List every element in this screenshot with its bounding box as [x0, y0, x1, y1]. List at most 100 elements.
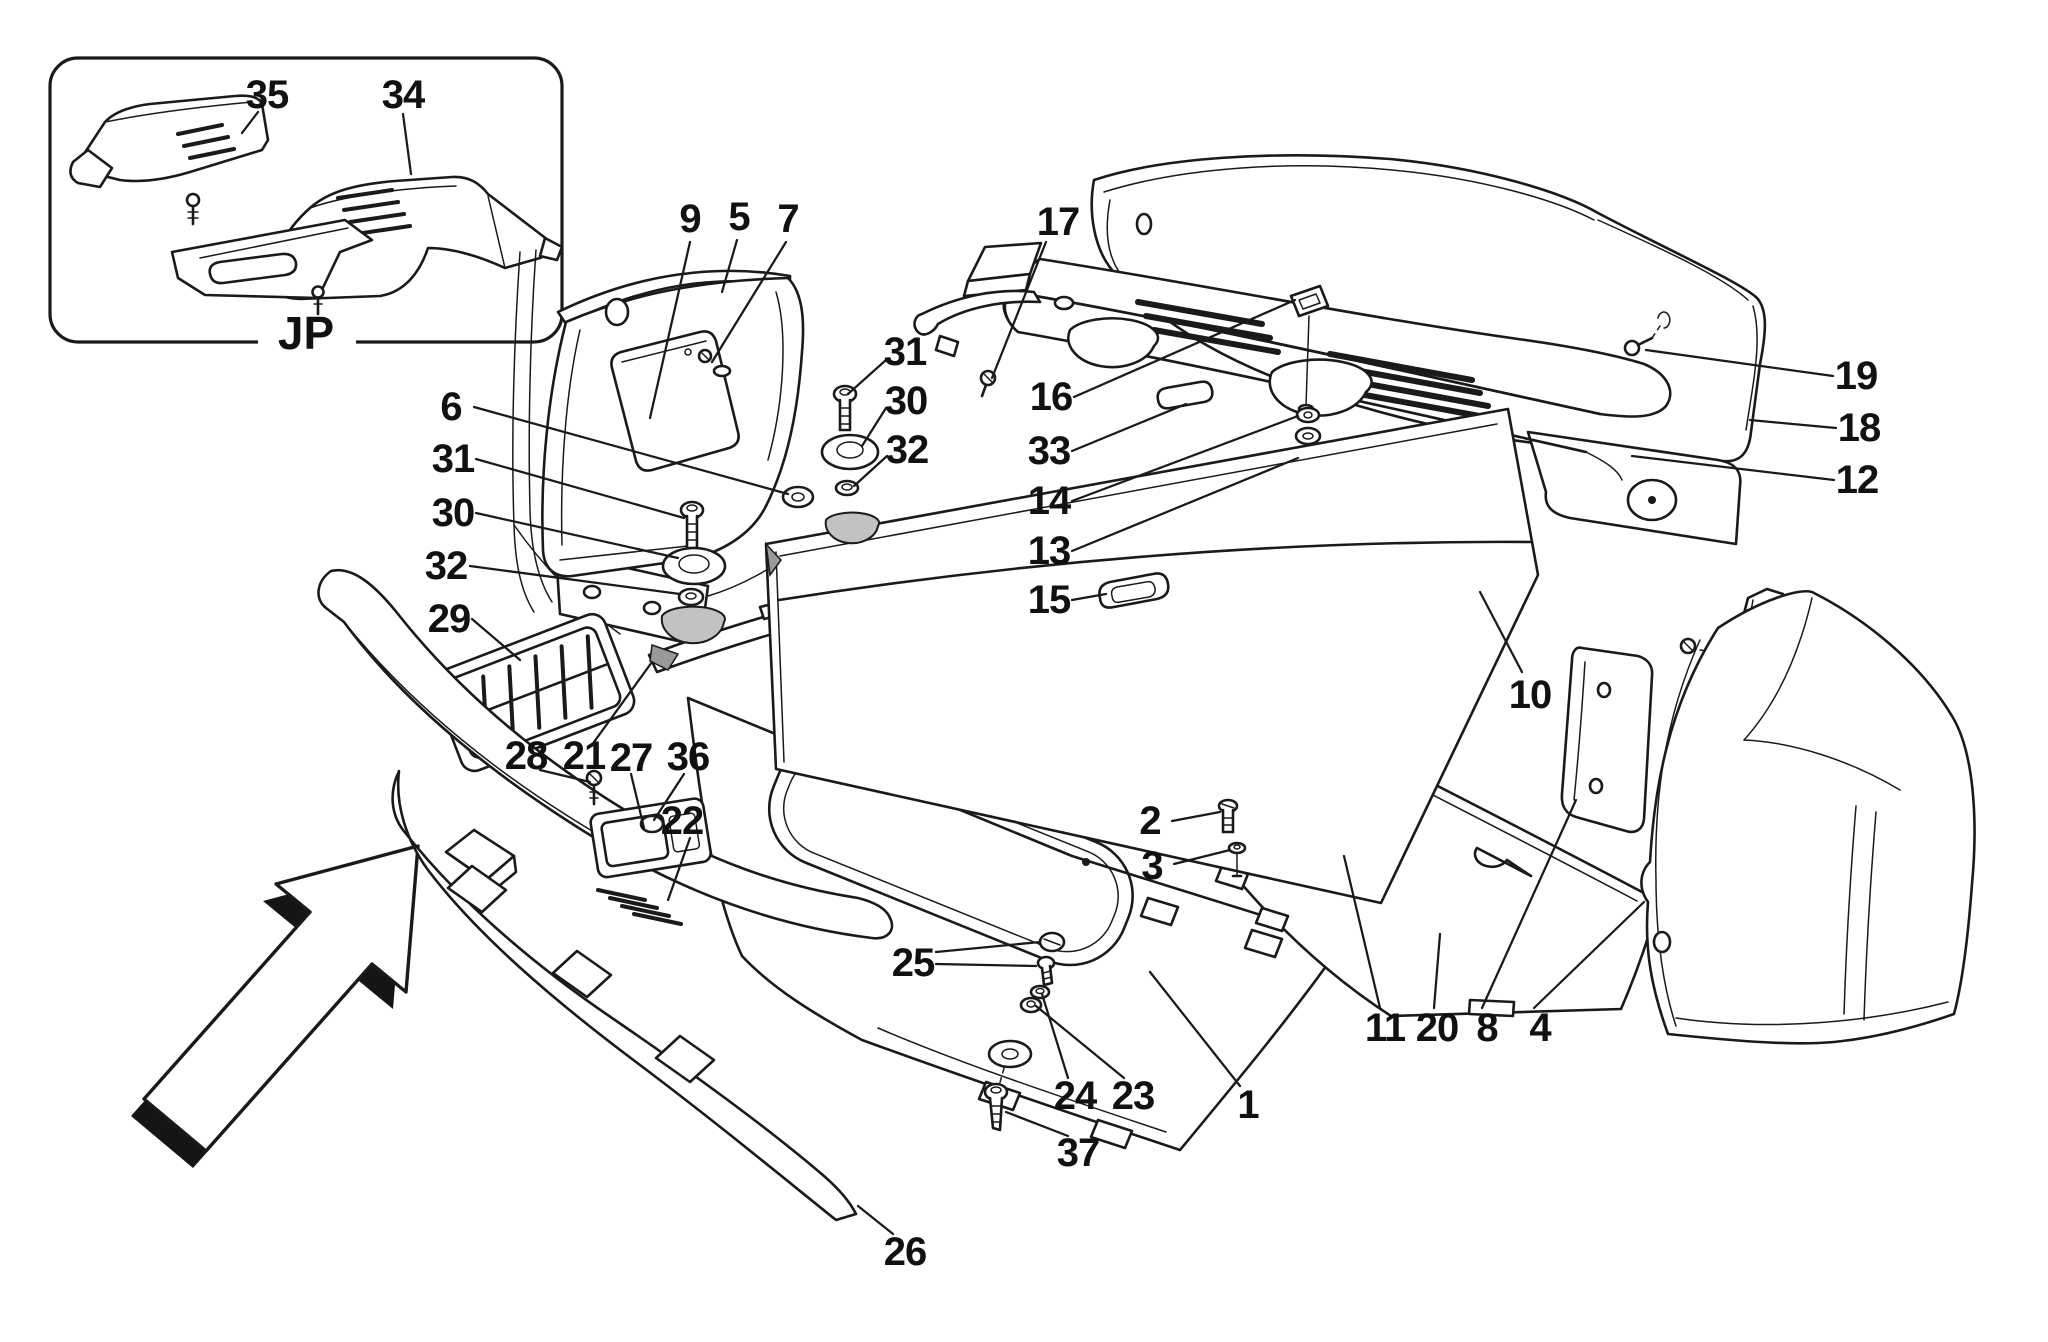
leader-line-23: [1036, 1006, 1124, 1078]
part-7-screw: [699, 350, 730, 376]
leader-line-3: [1174, 850, 1230, 864]
callout-label-37: 37: [1056, 1131, 1100, 1175]
callout-label-22: 22: [660, 799, 704, 843]
washer-14: [1297, 408, 1319, 422]
leader-line-6: [474, 407, 788, 494]
part-26-closing-panel: [393, 771, 856, 1220]
leader-line-22: [668, 838, 690, 900]
callout-label-36: 36: [666, 735, 710, 779]
leader-line-27: [631, 774, 644, 828]
leader-line-20: [1434, 934, 1440, 1008]
leader-line-5: [722, 240, 737, 292]
callout-label-29: 29: [427, 597, 471, 641]
callout-label-7: 7: [777, 197, 799, 241]
leader-line-2: [1172, 812, 1220, 821]
callout-label-32: 32: [885, 428, 929, 472]
inset-box: [50, 58, 562, 350]
callout-label-32: 32: [424, 544, 468, 588]
grommet-23: [1021, 998, 1041, 1012]
callout-label-25: 25: [891, 941, 935, 985]
callout-label-31: 31: [431, 437, 475, 481]
callout-label-2: 2: [1139, 799, 1161, 843]
leader-line-36: [654, 774, 684, 820]
grommet-6: [783, 487, 813, 507]
callout-label-6: 6: [440, 385, 462, 429]
spring-washer: [1296, 428, 1320, 444]
leader-line-15: [1072, 594, 1106, 600]
callout-label-16: 16: [1029, 375, 1073, 419]
leader-line-26: [858, 1206, 893, 1234]
fastener-cluster-25-24-23: [1021, 933, 1064, 1012]
screw-25: [1038, 957, 1054, 985]
callout-label-10: 10: [1508, 673, 1552, 717]
callout-label-12: 12: [1835, 458, 1879, 502]
inset-screw: [313, 287, 324, 315]
callout-label-19: 19: [1834, 354, 1878, 398]
leader-line-14: [1072, 416, 1298, 501]
callout-label-1: 1: [1237, 1083, 1259, 1127]
leader-line-17: [992, 242, 1046, 378]
teardrop-hole: [1475, 848, 1531, 876]
leader-line-8: [1482, 800, 1576, 1008]
part-17-screw: [981, 371, 995, 396]
part-5-side-panel: [542, 271, 803, 576]
callout-label-26: 26: [883, 1230, 927, 1274]
part-15-handle: [1099, 573, 1168, 607]
callout-label-24: 24: [1053, 1074, 1097, 1118]
pad-30: [822, 435, 878, 469]
callout-label-30: 30: [884, 379, 928, 423]
callout-label-4: 4: [1529, 1006, 1551, 1050]
leader-lines: [242, 112, 1836, 1234]
callout-label-8: 8: [1476, 1006, 1498, 1050]
leader-line-21: [594, 662, 652, 742]
part-4-wheelarch-panel: [1641, 589, 1974, 1043]
part-16-striker: [1291, 286, 1328, 413]
direction-arrow-icon: [131, 846, 418, 1168]
leader-line-34: [403, 114, 411, 174]
leader-line-12: [1632, 456, 1834, 480]
leader-line-16: [1074, 300, 1295, 397]
leader-line-28: [540, 770, 590, 782]
cap-25: [1040, 933, 1064, 951]
callout-label-20: 20: [1415, 1006, 1459, 1050]
leader-line-9: [650, 242, 690, 418]
callout-label-21: 21: [562, 734, 606, 778]
leader-line-11: [1344, 856, 1380, 1008]
leader-line-31: [848, 360, 886, 394]
callout-label-11: 11: [1364, 1006, 1406, 1050]
callout-label-9: 9: [679, 197, 701, 241]
leader-line-30: [862, 408, 886, 446]
leader-line-7: [712, 242, 786, 362]
leader-line-24: [1042, 994, 1068, 1078]
leader-line-1: [1150, 972, 1240, 1086]
washer-24: [1031, 986, 1049, 998]
floor-hole-shaded: [662, 607, 725, 644]
callout-label-17: 17: [1036, 200, 1080, 244]
strap: [922, 291, 1040, 326]
part-12-bulkhead-carpet: [915, 243, 1671, 480]
inset-screw: [187, 194, 199, 224]
fasteners-left-column: [662, 502, 725, 643]
screw-boss-ring: [989, 1041, 1031, 1067]
callout-label-3: 3: [1141, 844, 1163, 888]
leader-line-25: [936, 964, 1036, 966]
leader-line-10: [1480, 592, 1522, 672]
callout-label-28: 28: [504, 734, 548, 778]
fasteners-right-column: [822, 386, 879, 543]
part-22-lower-trim: [319, 570, 892, 938]
part-8-access-lid: [1562, 648, 1652, 832]
callout-label-5: 5: [728, 195, 750, 239]
callout-label-18: 18: [1837, 406, 1881, 450]
leader-line-25: [936, 942, 1040, 952]
part-1-underfloor-panel: [688, 698, 1356, 1150]
leader-line-30: [476, 513, 678, 558]
leader-line-4: [1534, 902, 1644, 1008]
washer-3: [1229, 843, 1245, 876]
semicircle-cutout: [1270, 360, 1372, 416]
pad-30: [663, 548, 725, 584]
callout-label-30: 30: [431, 491, 475, 535]
floor-hole-shaded: [826, 513, 879, 544]
screw-31: [681, 502, 703, 548]
leader-line-32: [470, 566, 680, 594]
